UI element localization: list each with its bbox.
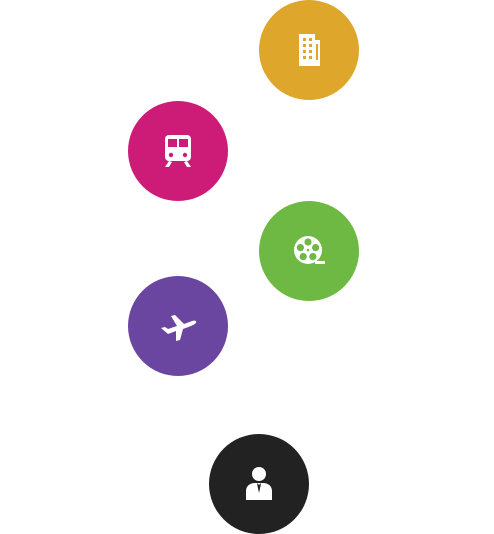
hotel-button[interactable] — [259, 0, 359, 100]
businessman-icon — [237, 462, 281, 506]
film-reel-icon — [287, 229, 331, 273]
main-menu-button[interactable] — [209, 434, 309, 534]
building-icon — [287, 28, 331, 72]
train-button[interactable] — [128, 101, 228, 201]
flight-button[interactable] — [128, 276, 228, 376]
train-icon — [156, 129, 200, 173]
movie-button[interactable] — [259, 201, 359, 301]
airplane-icon — [156, 304, 200, 348]
